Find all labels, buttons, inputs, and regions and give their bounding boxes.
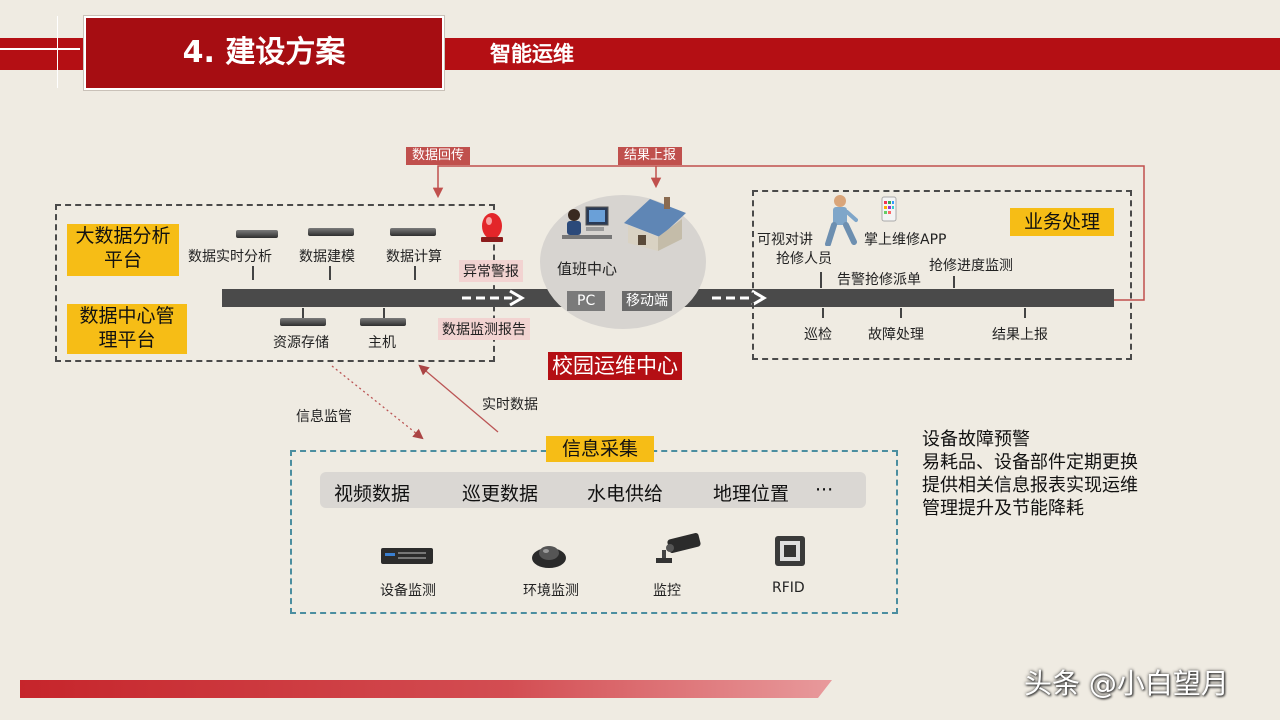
connector-tick: [822, 308, 824, 318]
rfid-icon: [775, 536, 805, 566]
server-icon: [390, 228, 436, 236]
platform-item: 数据实时分析: [188, 249, 272, 265]
side-note: 易耗品、设备部件定期更换: [922, 452, 1138, 473]
category-strip: [320, 472, 866, 508]
campus-ops-center-title: 校园运维中心: [548, 352, 682, 380]
connector-tick: [383, 308, 385, 318]
flow-arrow-icon: [712, 289, 767, 307]
device-label: 设备监测: [380, 583, 436, 599]
connector-tick: [302, 308, 304, 318]
info-monitor-label: 信息监管: [296, 409, 352, 425]
business-item: 可视对讲: [757, 232, 813, 248]
business-item: 巡检: [804, 327, 832, 343]
business-item: 结果上报: [992, 327, 1048, 343]
connector-tick: [1024, 308, 1026, 318]
category-item: 水电供给: [587, 483, 664, 505]
footer-band: [20, 680, 832, 698]
category-item: 地理位置: [713, 483, 790, 505]
operator-desk-icon: [562, 206, 612, 239]
side-note: 管理提升及节能降耗: [922, 498, 1084, 519]
device-label: 环境监测: [523, 583, 579, 599]
collection-title: 信息采集: [546, 436, 655, 462]
duty-center-label: 值班中心: [557, 260, 618, 278]
watermark: 头条 @小白望月: [1024, 667, 1229, 700]
header-accent-line: [0, 48, 80, 50]
device-label: 监控: [653, 583, 681, 599]
page-title: 4. 建设方案: [182, 35, 346, 70]
category-item: ···: [815, 479, 834, 501]
camera-icon: [656, 532, 701, 563]
pc-tag: PC: [567, 291, 606, 311]
platform-item: 主机: [368, 335, 396, 351]
business-item: 掌上维修APP: [864, 232, 947, 248]
side-note: 设备故障预警: [922, 429, 1030, 450]
connector-tick: [953, 276, 955, 288]
business-box: [752, 190, 1132, 360]
header-divider-left: [57, 16, 58, 88]
repairman-icon: [825, 195, 858, 246]
data-return-tag: 数据回传: [406, 147, 471, 165]
side-note: 提供相关信息报表实现运维: [922, 475, 1138, 496]
server-icon: [236, 230, 278, 238]
connector-tick: [329, 266, 331, 280]
title-box: 4. 建设方案: [84, 16, 444, 90]
business-item: 抢修人员: [776, 251, 832, 267]
speaker-icon: [532, 546, 566, 568]
server-icon: [360, 318, 406, 326]
platform-item: 数据计算: [386, 249, 442, 265]
monitor-report-label: 数据监测报告: [438, 318, 530, 340]
platform-box: [55, 204, 495, 362]
server-icon: [308, 228, 354, 236]
device-label: RFID: [772, 580, 805, 596]
big-data-platform-label: 大数据分析 平台: [67, 224, 179, 276]
business-item: 故障处理: [868, 327, 924, 343]
flow-arrow-icon: [462, 289, 525, 307]
business-item: 告警抢修派单: [837, 272, 921, 288]
phone-app-icon: [881, 196, 897, 222]
connector-tick: [414, 266, 416, 280]
connector-tick: [900, 308, 902, 318]
business-item: 抢修进度监测: [929, 258, 1013, 274]
header-divider-right: [444, 16, 445, 88]
business-title: 业务处理: [1010, 208, 1114, 236]
siren-icon: [481, 213, 503, 242]
category-item: 巡更数据: [462, 483, 539, 505]
connector-tick: [252, 266, 254, 280]
alarm-label: 异常警报: [459, 260, 523, 282]
category-item: 视频数据: [334, 483, 411, 505]
house-icon: [624, 197, 686, 251]
platform-item: 数据建模: [299, 249, 355, 265]
realtime-data-label: 实时数据: [482, 397, 538, 413]
platform-item: 资源存储: [273, 335, 329, 351]
mobile-tag: 移动端: [622, 291, 672, 311]
server-icon: [381, 548, 433, 564]
connector-tick: [820, 272, 822, 288]
side-notes: 设备故障预警 易耗品、设备部件定期更换 提供相关信息报表实现运维 管理提升及节能…: [922, 428, 1138, 520]
page-subtitle: 智能运维: [490, 42, 574, 66]
result-report-tag: 结果上报: [618, 147, 683, 165]
data-center-platform-label: 数据中心管 理平台: [67, 304, 187, 354]
server-icon: [280, 318, 326, 326]
